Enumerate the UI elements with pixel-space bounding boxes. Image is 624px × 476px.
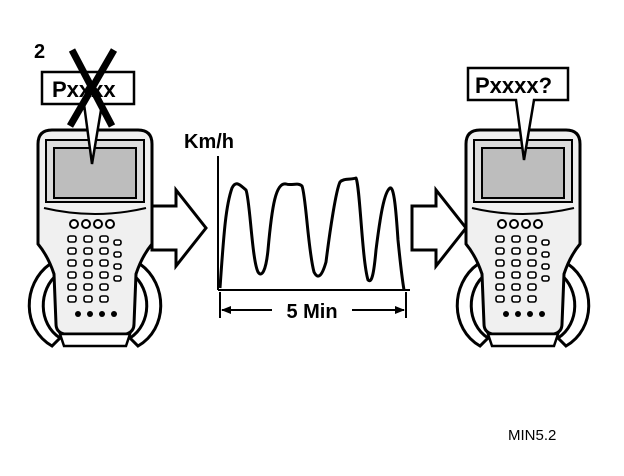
- left-scan-tool: [27, 128, 163, 348]
- right-code-text: Pxxxx?: [475, 73, 552, 98]
- right-scan-tool: [455, 128, 591, 348]
- step-number: 2: [34, 41, 45, 63]
- y-axis-label: Km/h: [184, 131, 234, 153]
- left-code-bubble: Pxxxx: [40, 70, 136, 165]
- cross-out-icon: [66, 48, 118, 128]
- speed-graph: Km/h 5 Min: [184, 131, 410, 323]
- duration-label: 5 Min: [286, 301, 337, 323]
- right-arrow-icon: [150, 188, 208, 268]
- right-code-bubble: Pxxxx?: [466, 66, 570, 161]
- scan-tool-icon: [27, 128, 163, 348]
- right-arrow-icon: [410, 188, 468, 268]
- right-arrow-icon-1: [150, 188, 208, 268]
- speed-trace: [218, 176, 406, 291]
- figure-reference: MIN5.2: [508, 427, 556, 444]
- right-arrow-icon-2: [410, 188, 468, 268]
- scan-tool-icon: [455, 128, 591, 348]
